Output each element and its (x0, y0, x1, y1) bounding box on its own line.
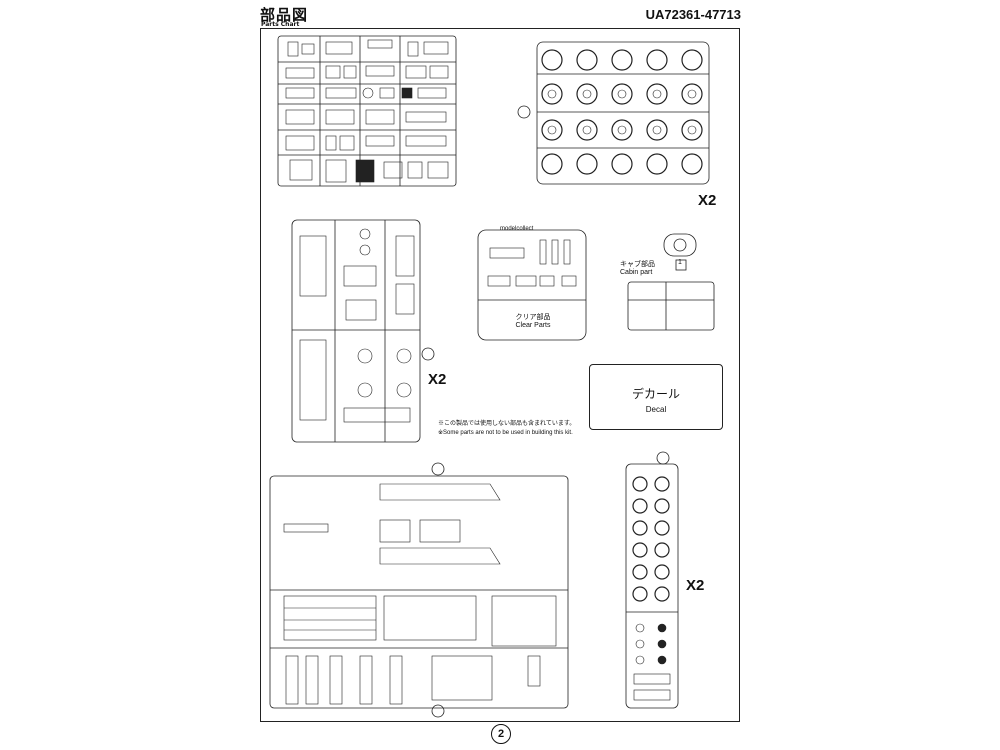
cabin-part (627, 233, 715, 331)
page-subtitle: Parts Chart (261, 21, 300, 28)
usage-note-jp: ※この製品では使用しない部品も含まれています。 (438, 421, 576, 427)
usage-note-en: ※Some parts are not to be used in buildi… (438, 430, 573, 436)
page-title: 部品図 (260, 6, 309, 24)
clear-parts-en: Clear Parts (515, 322, 551, 329)
middle-runner-count: X2 (428, 371, 447, 388)
parts-chart-frame (260, 28, 740, 722)
cabin-part-number: 1 (678, 259, 682, 266)
decal-box: デカール Decal (589, 364, 723, 430)
right-runner-count: X2 (686, 577, 705, 594)
wheel-runner-count: X2 (698, 192, 717, 209)
cabin-part-label: キャブ部品 Cabin part (620, 259, 655, 276)
clear-parts-jp: クリア部品 (515, 314, 551, 321)
runner-top-left (277, 35, 457, 187)
runner-chassis (269, 462, 569, 718)
product-code: UA72361-47713 (645, 7, 741, 22)
runner-right-wheels (625, 451, 679, 709)
brand-mark: modelcollect (500, 226, 534, 232)
cabin-part-en: Cabin part (620, 269, 653, 276)
runner-middle (291, 219, 435, 443)
usage-note: ※この製品では使用しない部品も含まれています。 ※Some parts are … (438, 420, 575, 438)
clear-parts-label: クリア部品 Clear Parts (510, 312, 556, 329)
page-number: 2 (491, 724, 511, 744)
decal-en: Decal (645, 405, 667, 414)
decal-jp: デカール (631, 387, 680, 401)
cabin-part-jp: キャブ部品 (620, 261, 655, 268)
runner-clear-parts (477, 229, 587, 341)
runner-wheels (517, 41, 710, 185)
